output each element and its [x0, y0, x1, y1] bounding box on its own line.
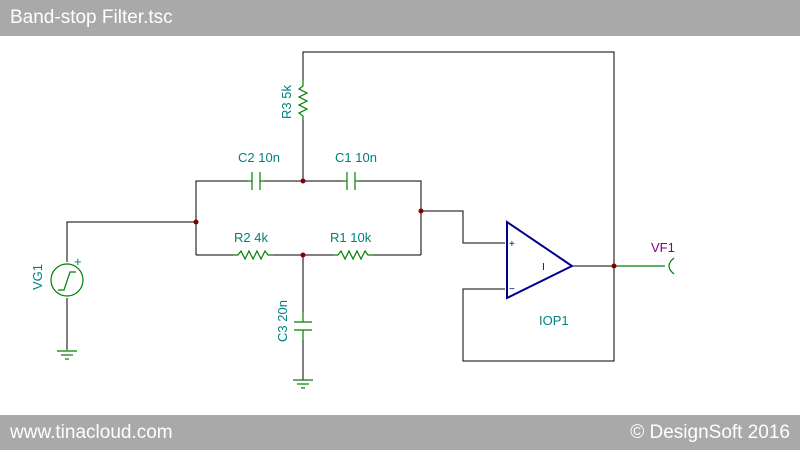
opamp-plus-input: + — [509, 239, 515, 250]
file-title: Band-stop Filter.tsc — [10, 7, 173, 28]
capacitor-c3[interactable]: C3 20n — [275, 300, 312, 342]
copyright-text: © DesignSoft 2016 — [630, 422, 790, 443]
ground-icon — [293, 379, 313, 389]
junction-dot — [418, 208, 424, 214]
website-link[interactable]: www.tinacloud.com — [10, 422, 173, 443]
vf1-label: VF1 — [651, 240, 675, 255]
resistor-r3[interactable]: R3 5k — [279, 80, 309, 120]
opamp-type-mark: I — [542, 262, 545, 273]
junction-dot — [300, 178, 306, 184]
schematic-canvas: R3 5k C2 10n C1 10n R2 4k R1 10k C3 20n — [30, 51, 675, 389]
vg1-plus-sign: + — [74, 254, 82, 269]
title-bar: Band-stop Filter.tsc — [0, 0, 800, 36]
capacitor-c1[interactable]: C1 10n — [335, 150, 377, 190]
c1-label: C1 10n — [335, 150, 377, 165]
wires — [66, 51, 615, 380]
resistor-r2[interactable]: R2 4k — [233, 230, 273, 261]
c2-label: C2 10n — [238, 150, 280, 165]
voltage-probe-vf1[interactable]: VF1 — [651, 240, 675, 275]
footer-bar: www.tinacloud.com © DesignSoft 2016 — [0, 415, 800, 450]
iop1-label: IOP1 — [539, 313, 569, 328]
vg1-label: VG1 — [30, 264, 45, 290]
r1-label: R1 10k — [330, 230, 372, 245]
c3-label: C3 20n — [275, 300, 290, 342]
opamp-minus-input: − — [509, 284, 515, 295]
ground-icon — [57, 350, 77, 360]
junction-dot — [193, 219, 199, 225]
voltage-generator-vg1[interactable]: + VG1 — [30, 254, 84, 297]
capacitor-c2[interactable]: C2 10n — [238, 150, 280, 190]
resistor-r1[interactable]: R1 10k — [330, 230, 373, 261]
r2-label: R2 4k — [234, 230, 268, 245]
junction-dot — [300, 252, 306, 258]
r3-label: R3 5k — [279, 85, 294, 119]
opamp-iop1[interactable]: + − I IOP1 — [506, 220, 574, 328]
junction-dot — [611, 263, 617, 269]
junctions — [193, 178, 617, 269]
